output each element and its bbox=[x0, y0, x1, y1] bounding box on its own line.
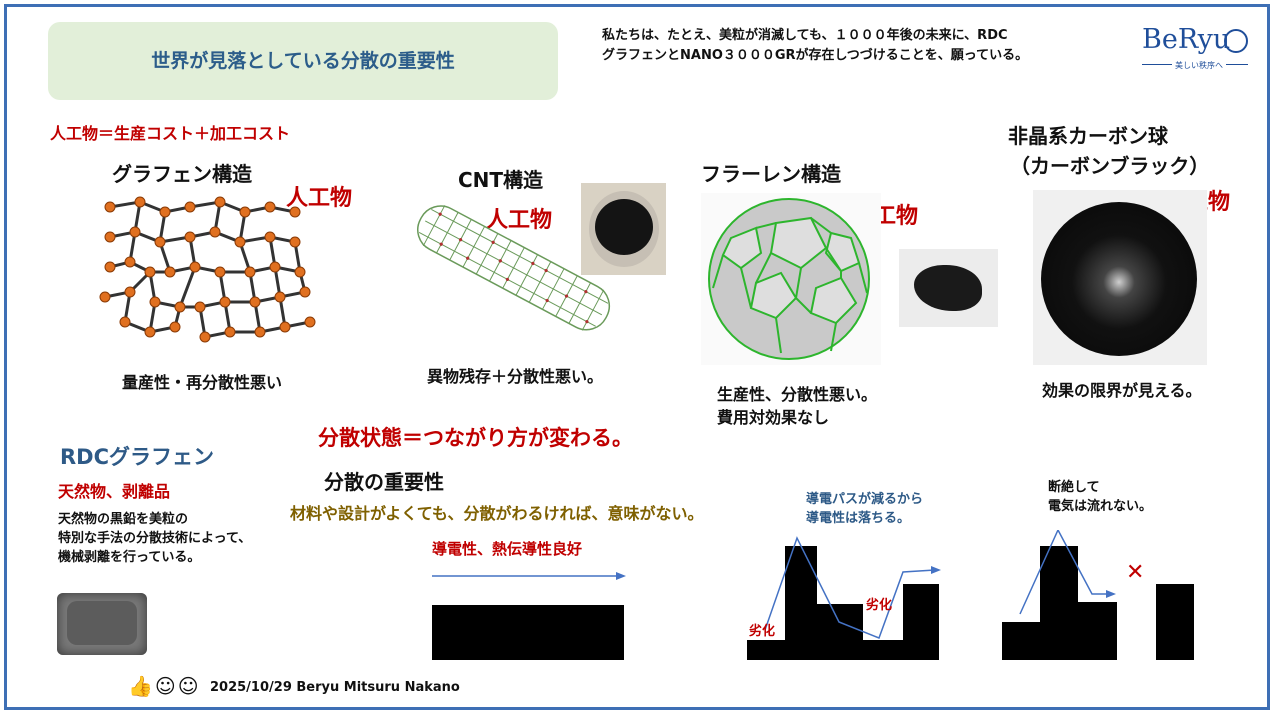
fullerene-caption-1: 生産性、分散性悪い。 bbox=[717, 385, 878, 404]
good-dispersion-label: 導電性、熱伝導性良好 bbox=[432, 540, 583, 558]
carbon-black-sphere-photo bbox=[1033, 190, 1207, 365]
message-line-1: 私たちは、たとえ、美粒が消滅しても、１０００年後の未来に、RDC bbox=[602, 28, 1008, 43]
mascot-icon: ☺ bbox=[154, 674, 178, 698]
carbon-black-caption: 効果の限界が見える。 bbox=[1042, 381, 1202, 400]
fullerene-title: フラーレン構造 bbox=[701, 162, 841, 186]
logo-tagline: 美しい秩序へ bbox=[1172, 60, 1226, 71]
mid-dispersion-diagram bbox=[747, 536, 941, 660]
fullerene-caption-2: 費用対効果なし bbox=[717, 408, 830, 427]
mascot-icon-2: ☺ bbox=[177, 674, 201, 698]
message-line-2: グラフェンとNANO３０００GRが存在しつづけることを、願っている。 bbox=[602, 48, 1029, 63]
cnt-caption: 異物残存＋分散性悪い。 bbox=[427, 367, 604, 386]
rdc-desc-3: 機械剥離を行っている。 bbox=[58, 550, 201, 565]
good-dispersion-diagram bbox=[432, 572, 626, 660]
rdc-title: RDCグラフェン bbox=[60, 445, 215, 469]
rdc-subtitle: 天然物、剥離品 bbox=[58, 482, 171, 501]
dispersion-state-text: 分散状態＝つながり方が変わる。 bbox=[318, 426, 633, 450]
rdc-graphite-photo bbox=[57, 593, 147, 655]
graphene-tag: 人工物 bbox=[286, 186, 353, 211]
fullerene-powder-photo bbox=[899, 249, 998, 327]
graphene-title: グラフェン構造 bbox=[112, 162, 252, 186]
page-title: 世界が見落としている分散の重要性 bbox=[151, 50, 455, 72]
degrade-label-2: 劣化 bbox=[866, 598, 893, 613]
logo-text: BeRyu bbox=[1142, 24, 1231, 55]
dispersion-note: 材料や設計がよくても、分散がわるければ、意味がない。 bbox=[290, 504, 704, 523]
slide-frame bbox=[4, 4, 1270, 710]
fullerene-ball-image bbox=[701, 193, 881, 365]
rdc-desc-2: 特別な手法の分散技術によって、 bbox=[58, 531, 252, 546]
carbon-black-title-1: 非晶系カーボン球 bbox=[1008, 124, 1168, 148]
carbon-black-title-2: （カーボンブラック） bbox=[1010, 154, 1210, 178]
logo: BeRyu 美しい秩序へ bbox=[1142, 24, 1248, 74]
bad-dispersion-diagram bbox=[1002, 530, 1194, 660]
cnt-tube-image bbox=[417, 205, 611, 331]
bad-dispersion-label-2: 電気は流れない。 bbox=[1048, 499, 1153, 514]
mid-dispersion-label-2: 導電性は落ちる。 bbox=[806, 511, 911, 526]
title-box: 世界が見落としている分散の重要性 bbox=[48, 22, 558, 100]
footer-emoji-icons: 👍☺☺ bbox=[128, 674, 201, 698]
logo-circle-icon bbox=[1224, 29, 1248, 53]
cnt-title: CNT構造 bbox=[458, 168, 544, 192]
graphene-caption: 量産性・再分散性悪い bbox=[122, 373, 283, 392]
graphene-lattice-image bbox=[99, 196, 316, 343]
formula-text: 人工物＝生産コスト＋加工コスト bbox=[50, 124, 291, 143]
rdc-desc-1: 天然物の黒鉛を美粒の bbox=[58, 512, 189, 527]
dispersion-heading: 分散の重要性 bbox=[324, 470, 444, 494]
mid-dispersion-label-1: 導電パスが減るから bbox=[806, 492, 924, 507]
cnt-tag: 人工物 bbox=[486, 208, 553, 233]
bad-dispersion-label-1: 断絶して bbox=[1048, 480, 1100, 495]
footer-date-author: 2025/10/29 Beryu Mitsuru Nakano bbox=[210, 680, 460, 695]
broken-cross-icon: ✕ bbox=[1126, 560, 1145, 585]
degrade-label-1: 劣化 bbox=[749, 624, 776, 639]
cnt-powder-photo bbox=[581, 183, 666, 275]
thumbs-up-icon: 👍 bbox=[128, 674, 155, 698]
